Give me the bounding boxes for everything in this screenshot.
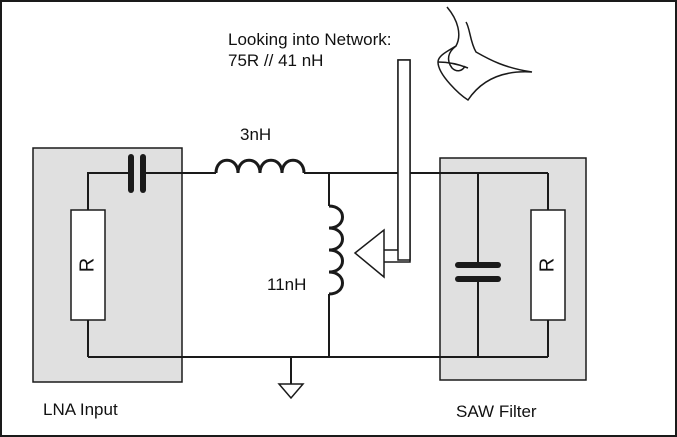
ground-symbol-icon (277, 357, 305, 400)
shunt-capacitor (455, 262, 501, 282)
inductor-3nh (214, 158, 306, 174)
looking-into-network-line2: 75R // 41 nH (228, 51, 323, 70)
resistor-lna-label: R (76, 258, 98, 272)
lna-input-label: LNA Input (43, 400, 118, 419)
lna-input-block (32, 147, 183, 383)
resistor-saw (530, 209, 566, 321)
series-capacitor (128, 154, 146, 193)
ear-icon (437, 6, 533, 102)
inductor-3nh-label: 3nH (240, 125, 271, 144)
saw-filter-label: SAW Filter (456, 402, 537, 421)
inductor-11nh (328, 204, 344, 296)
looking-into-network-line1: Looking into Network: (228, 30, 391, 49)
probe-arrow-icon (353, 59, 411, 279)
wire-lna-top (87, 172, 128, 210)
inductor-11nh-label: 11nH (267, 275, 306, 294)
resistor-saw-label: R (536, 258, 558, 272)
resistor-lna (70, 209, 106, 321)
